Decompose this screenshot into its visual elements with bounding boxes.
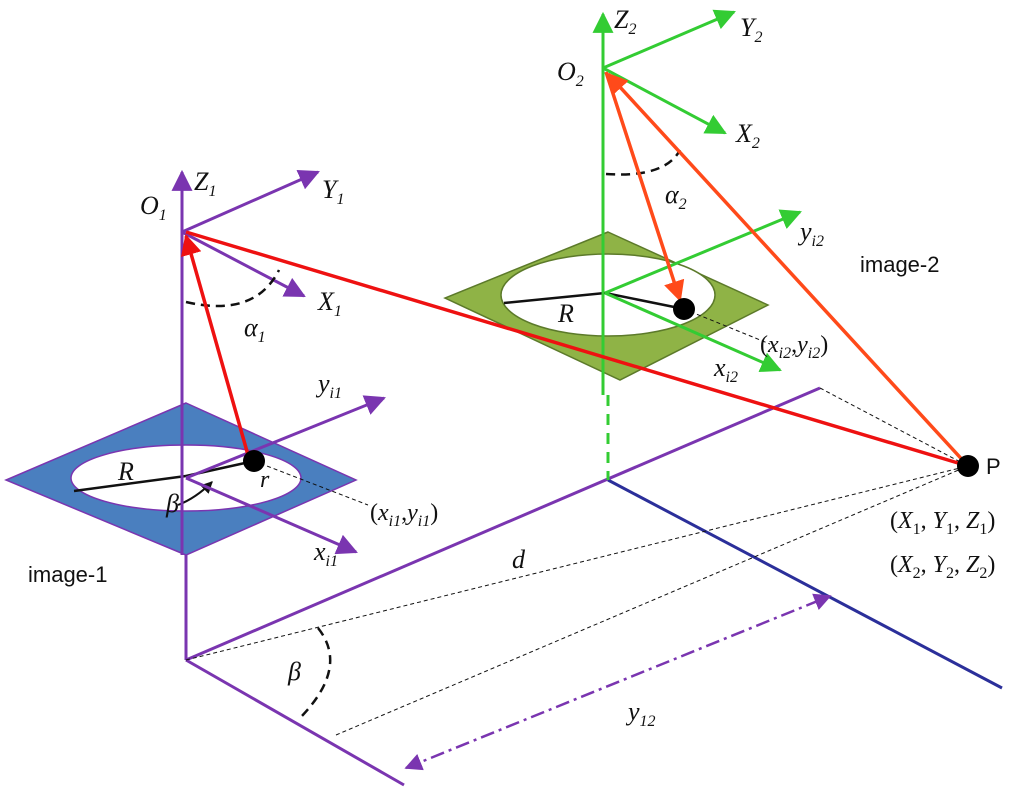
label-y12: y12 bbox=[625, 697, 656, 730]
label-P: P bbox=[986, 454, 1001, 479]
label-img2-coord: (xi2,yi2) bbox=[760, 332, 828, 362]
labels: O1 Z1 Y1 X1 α1 yi1 xi1 R r β (xi1,yi1) i… bbox=[28, 5, 1001, 730]
label-image2: image-2 bbox=[860, 252, 939, 277]
label-beta-big: β bbox=[287, 657, 301, 686]
label-X2: X2 bbox=[735, 119, 760, 152]
ray-O1-to-image1 bbox=[181, 233, 250, 456]
label-img1-coord: (xi1,yi1) bbox=[370, 500, 438, 530]
image2-radius-R bbox=[503, 291, 606, 305]
ray-O1-to-P bbox=[185, 230, 969, 468]
yi1-axis bbox=[185, 395, 386, 480]
alpha2-arc bbox=[605, 149, 682, 176]
ray-O2-to-image2 bbox=[604, 71, 685, 302]
label-alpha1: α1 bbox=[244, 313, 266, 346]
label-yi2: yi2 bbox=[797, 217, 824, 250]
y1-axis bbox=[181, 170, 320, 234]
ray-O2-to-P bbox=[606, 72, 970, 468]
label-xi1: xi1 bbox=[313, 537, 338, 570]
label-R1: R bbox=[117, 457, 134, 486]
y2-axis bbox=[602, 9, 736, 70]
label-alpha2: α2 bbox=[665, 180, 687, 213]
dashed-d-line bbox=[185, 465, 969, 661]
ground-structure bbox=[184, 386, 1003, 787]
rays bbox=[181, 71, 970, 468]
alpha1-arc bbox=[185, 269, 281, 308]
label-R2: R bbox=[557, 299, 574, 328]
x1-axis bbox=[181, 230, 306, 298]
label-X1: X1 bbox=[317, 287, 342, 320]
label-world1: (X1, Y1, Z1) bbox=[890, 508, 995, 538]
xi2-axis bbox=[604, 291, 782, 372]
yi2-axis bbox=[604, 209, 802, 295]
label-Y1: Y1 bbox=[322, 175, 344, 208]
label-beta-small: β bbox=[165, 489, 179, 518]
ground-purple-lower bbox=[185, 658, 405, 787]
label-O1: O1 bbox=[140, 191, 167, 224]
image1-radius-R bbox=[73, 474, 187, 493]
image2-point bbox=[673, 298, 695, 320]
label-xi2: xi2 bbox=[713, 353, 738, 386]
beta-ground-arc bbox=[297, 627, 332, 721]
image1-point bbox=[243, 450, 265, 472]
y12-dimension-arrow bbox=[404, 593, 832, 771]
image2-coord-dashed bbox=[683, 308, 771, 345]
baseline-blue bbox=[607, 478, 1003, 690]
baseline-purple bbox=[185, 386, 821, 662]
label-yi1: yi1 bbox=[315, 369, 342, 402]
label-O2: O2 bbox=[557, 57, 584, 90]
label-world2: (X2, Y2, Z2) bbox=[890, 552, 995, 582]
label-Z2: Z2 bbox=[614, 5, 636, 38]
label-Y2: Y2 bbox=[740, 13, 762, 46]
label-d: d bbox=[512, 545, 526, 574]
world-point-P bbox=[957, 455, 979, 477]
image1-coord-dashed bbox=[253, 460, 369, 506]
label-Z1: Z1 bbox=[194, 167, 216, 200]
label-r: r bbox=[260, 467, 270, 493]
image2-radius-r bbox=[604, 291, 685, 311]
xi1-axis bbox=[185, 476, 358, 555]
label-image1: image-1 bbox=[28, 562, 107, 587]
